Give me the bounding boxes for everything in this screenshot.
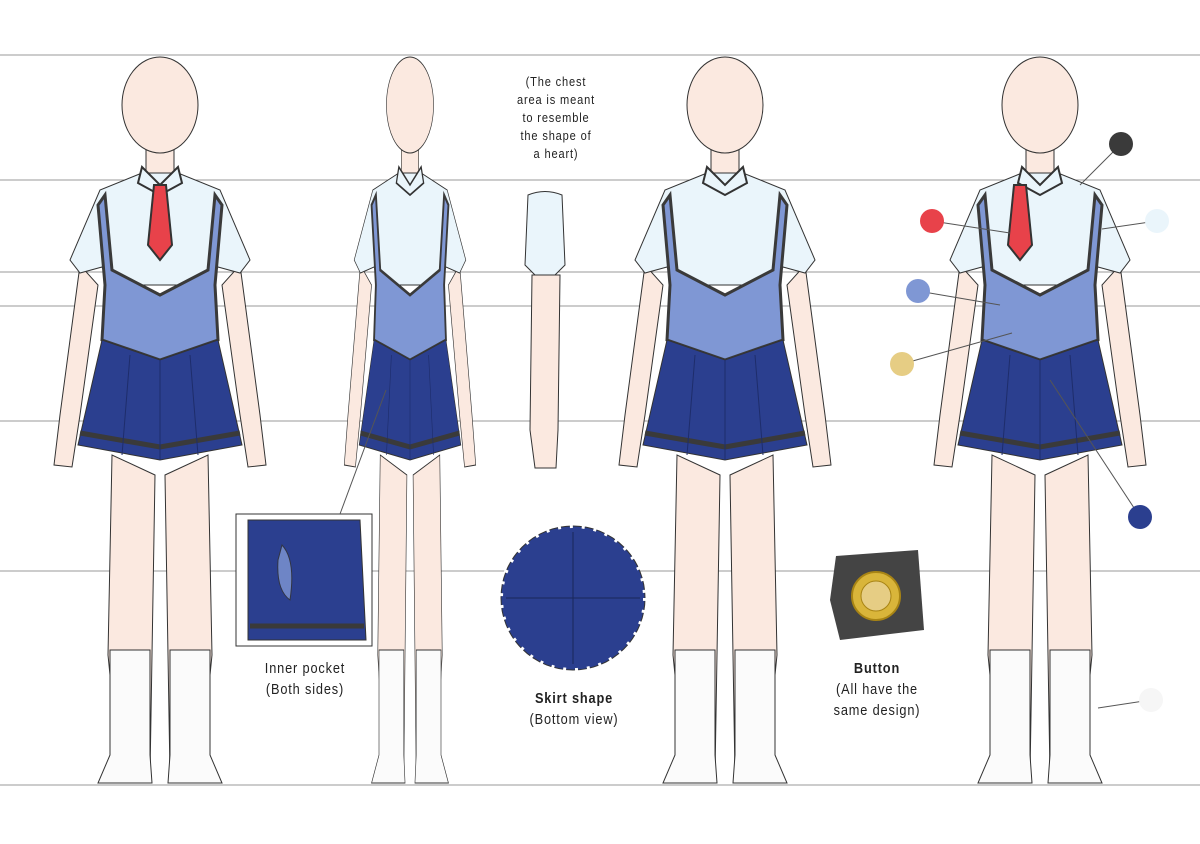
arm-detail [524, 191, 566, 469]
skirt-bottom-view [499, 524, 647, 672]
button-title: Button [853, 660, 901, 677]
swatch-button-gold [890, 352, 914, 376]
swatch-shirt-white [1145, 209, 1169, 233]
swatch-skirt-navy [1128, 505, 1152, 529]
skirt-shape-title: Skirt shape [534, 690, 614, 707]
inner-pocket-title: Inner pocket [264, 660, 346, 677]
swatch-trim-black [1109, 132, 1133, 156]
skirt-shape-label: Skirt shape (Bottom view) [506, 688, 642, 730]
swatch-vest-periwinkle [906, 279, 930, 303]
inner-pocket-label: Inner pocket (Both sides) [237, 658, 373, 700]
chest-note: (The chest area is meant to resemble the… [505, 73, 607, 163]
swatch-sock-white [1139, 688, 1163, 712]
button-subtitle: (All have the [836, 681, 918, 698]
figure-back [619, 57, 831, 783]
button-subtitle: same design) [833, 702, 921, 719]
chest-note-line: to resemble [522, 110, 590, 125]
chest-note-line: area is meant [516, 92, 595, 107]
figure-three-quarter [934, 57, 1146, 783]
chest-note-line: a heart) [533, 146, 579, 161]
button-label: Button (All have the same design) [809, 658, 945, 721]
figure-front [54, 57, 266, 783]
chest-note-line: the shape of [520, 128, 592, 143]
color-palette [890, 132, 1169, 712]
chest-note-line: (The chest [525, 74, 587, 89]
skirt-shape-subtitle: (Bottom view) [529, 711, 619, 728]
swatch-tie-red [920, 209, 944, 233]
inner-pocket-subtitle: (Both sides) [265, 681, 345, 698]
button-detail [830, 550, 924, 640]
inner-pocket-inset [235, 389, 387, 647]
